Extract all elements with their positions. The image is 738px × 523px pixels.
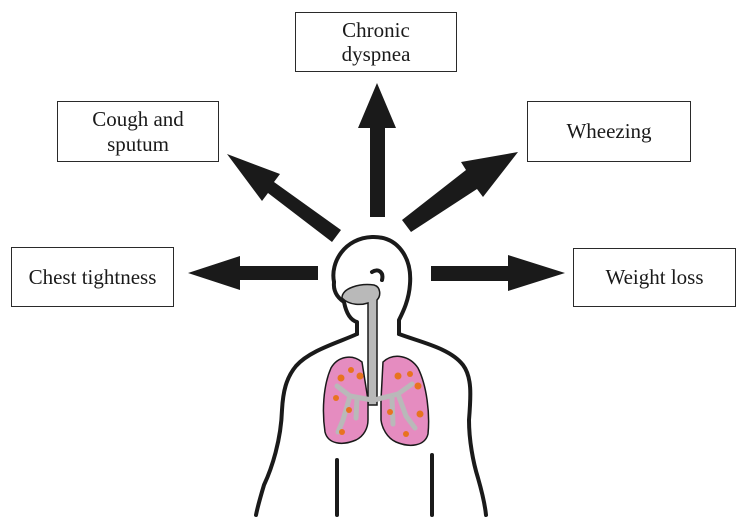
inflammation-spot xyxy=(417,411,424,418)
inflammation-spot xyxy=(339,429,345,435)
symptom-label: Wheezing xyxy=(566,119,651,143)
inflammation-spot xyxy=(346,407,352,413)
symptom-box-chest-tightness: Chest tightness xyxy=(11,247,174,307)
inflammation-spot xyxy=(348,367,354,373)
arrow-right xyxy=(431,255,565,291)
left-bronchus-mid xyxy=(356,398,357,418)
inflammation-spot xyxy=(403,431,409,437)
arrow-upper-right xyxy=(402,152,518,232)
inflammation-spot xyxy=(338,375,345,382)
symptom-label: Chronic dyspnea xyxy=(342,18,411,66)
symptom-box-weight-loss: Weight loss xyxy=(573,248,736,307)
symptom-label: Cough and sputum xyxy=(92,107,184,155)
inflammation-spot xyxy=(407,371,413,377)
inflammation-spot xyxy=(395,373,402,380)
arrow-left xyxy=(188,256,318,290)
symptom-box-cough: Cough and sputum xyxy=(57,101,219,162)
symptom-box-dyspnea: Chronic dyspnea xyxy=(295,12,457,72)
arrows xyxy=(188,83,565,291)
inflammation-spot xyxy=(333,395,339,401)
inflammation-spot xyxy=(415,383,422,390)
arrow-upper-left xyxy=(227,154,341,242)
ear-mark xyxy=(372,270,382,280)
inflammation-spot xyxy=(357,373,364,380)
inflammation-spot xyxy=(387,409,393,415)
arrow-up xyxy=(358,83,396,217)
symptom-box-wheezing: Wheezing xyxy=(527,101,691,162)
symptom-label: Weight loss xyxy=(605,265,703,289)
symptom-label: Chest tightness xyxy=(29,265,157,289)
